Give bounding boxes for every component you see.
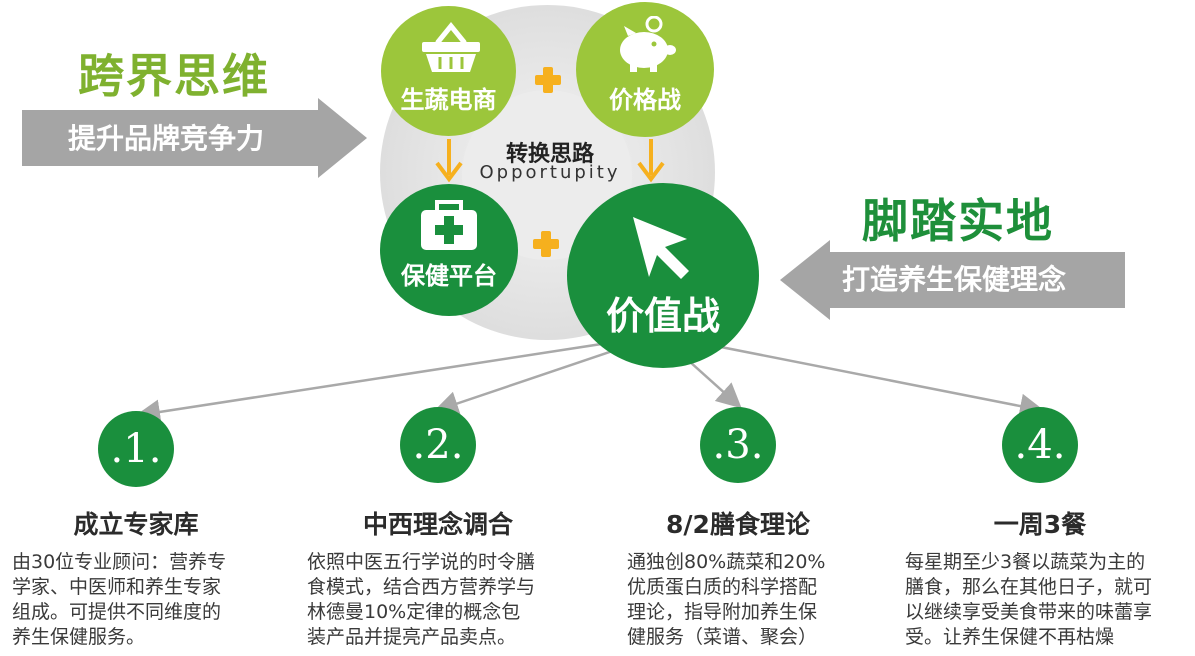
left-banner-text: 提升品牌竞争力 — [68, 122, 265, 155]
piggy-bank-icon — [620, 16, 676, 72]
column-desc-line: 林德曼10%定律的概念包 — [307, 601, 521, 623]
plus-icon-top — [535, 67, 561, 93]
down-arrow-left-icon — [435, 139, 463, 183]
circle-price-war: 价格战 — [576, 2, 714, 137]
column-desc-line: 优质蛋白质的科学搭配 — [627, 576, 818, 598]
column-desc-line: 理论，指导附加养生保 — [627, 601, 818, 623]
column-title-1: 成立专家库 — [73, 510, 199, 539]
column-desc-line: 受。让养生保健不再枯燥 — [905, 626, 1115, 648]
number-circle-1: .1. — [98, 411, 174, 487]
column-title-3: 8/2膳食理论 — [666, 510, 810, 539]
center-subtitle: Opportupity — [479, 162, 621, 183]
column-desc-line: 膳食，那么在其他日子，就可 — [905, 576, 1153, 598]
column-desc-line: 由30位专业顾问：营养专 — [12, 551, 227, 573]
circle-label-fresh-ecommerce: 生蔬电商 — [400, 86, 497, 114]
column-desc-line: 每星期至少3餐以蔬菜为主的 — [905, 551, 1146, 573]
column-title-2: 中西理念调合 — [362, 510, 513, 539]
column-desc-4: 每星期至少3餐以蔬菜为主的 膳食，那么在其他日子，就可 以继续享受美食带来的味蕾… — [905, 550, 1190, 650]
number-circle-3: .3. — [700, 407, 776, 483]
circle-value-war: 价值战 — [567, 183, 759, 368]
column-desc-line: 装产品并提亮产品卖点。 — [307, 626, 517, 648]
connector-4 — [659, 333, 1045, 419]
right-banner-text: 打造养生保健理念 — [842, 263, 1067, 296]
column-title-4: 一周3餐 — [993, 510, 1087, 539]
connector-1 — [135, 333, 661, 425]
circle-label-health-platform: 保健平台 — [401, 262, 497, 290]
circle-label-value-war: 价值战 — [605, 294, 720, 338]
circle-fresh-ecommerce: 生蔬电商 — [381, 6, 516, 136]
circle-label-price-war: 价格战 — [609, 86, 681, 114]
number-circle-4: .4. — [1002, 407, 1078, 483]
left-heading: 跨界思维 — [78, 49, 270, 103]
column-desc-line: 以继续享受美食带来的味蕾享 — [905, 601, 1153, 623]
number-circle-2: .2. — [400, 407, 476, 483]
column-desc-2: 依照中医五行学说的时令膳 食模式，结合西方营养学与 林德曼10%定律的概念包 装… — [307, 550, 587, 650]
column-desc-line: 依照中医五行学说的时令膳 — [307, 551, 536, 573]
right-heading: 脚踏实地 — [862, 194, 1054, 248]
column-desc-line: 组成。可提供不同维度的 — [12, 601, 222, 623]
left-arrow-banner — [22, 98, 367, 178]
column-desc-1: 由30位专业顾问：营养专 学家、中医师和养生专家 组成。可提供不同维度的 养生保… — [12, 550, 272, 650]
basket-icon — [422, 22, 480, 72]
column-desc-line: 食模式，结合西方营养学与 — [307, 576, 536, 598]
cursor-arrow-icon — [633, 217, 689, 279]
plus-icon-bottom — [533, 231, 559, 257]
column-desc-line: 通独创80%蔬菜和20% — [627, 551, 826, 573]
medical-kit-icon — [421, 200, 477, 250]
column-desc-line: 养生保健服务。 — [12, 626, 146, 648]
column-desc-line: 学家、中医师和养生专家 — [12, 576, 222, 598]
column-desc-line: 健服务（菜谱、聚会） — [627, 626, 818, 648]
down-arrow-right-icon — [637, 139, 665, 183]
center-title: 转换思路 — [505, 142, 594, 167]
circle-health-platform: 保健平台 — [380, 184, 518, 316]
right-arrow-banner — [780, 240, 1125, 320]
column-desc-3: 通独创80%蔬菜和20% 优质蛋白质的科学搭配 理论，指导附加养生保 健服务（菜… — [627, 550, 877, 650]
